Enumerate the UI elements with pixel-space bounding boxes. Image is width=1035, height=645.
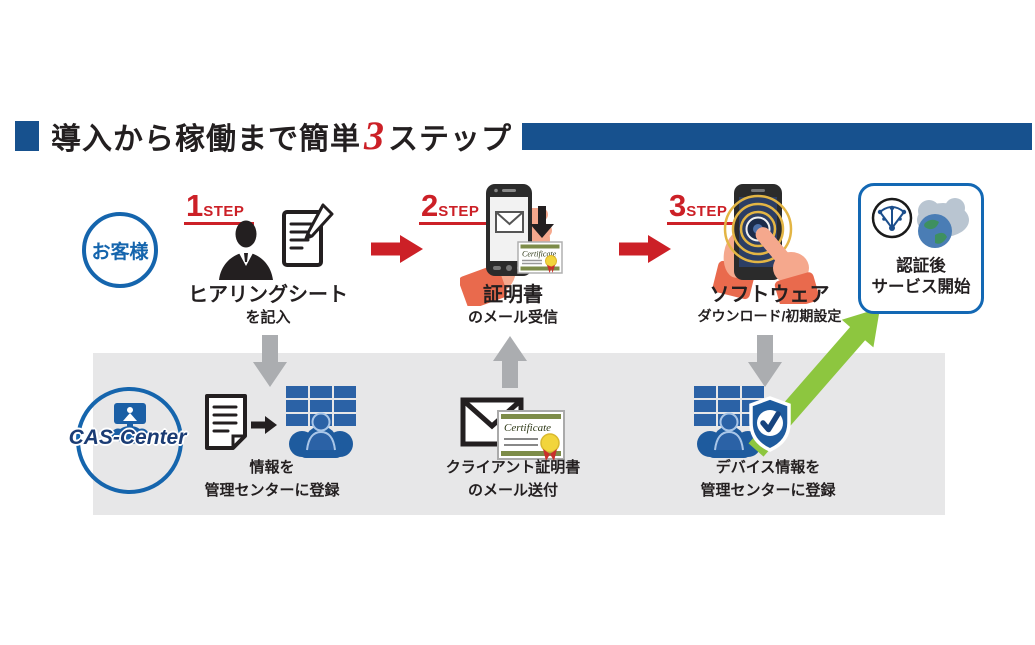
step-2-title: 証明書 [483,284,543,306]
task-3-line1: デバイス情報を [715,459,821,476]
cas-center-label: CAS-Center [68,426,187,449]
task-2-line2: のメール送付 [467,482,558,499]
page-title-prefix: 導入から稼働まで簡単 [51,123,361,156]
phone-mail-icon: Certificate [460,184,563,306]
task-1-line2: 管理センターに登録 [204,482,340,499]
customer-label: お客様 [91,241,149,263]
step-2-number: 2 [421,188,439,223]
step-1-number: 1 [186,188,204,223]
step-count: 3 [364,113,385,158]
transfer-arrow-icon [251,416,277,434]
cas-center-logo-icon [111,403,148,444]
step-3-label: ソフトウェア ダウンロード/初期設定 [662,283,877,327]
flow-down-arrow-1-icon [253,335,287,387]
certificate-icon: Certificate [517,241,563,274]
task-2-label: クライアント証明書 のメール送付 [411,456,615,502]
hearing-sheet-icon [282,203,334,267]
service-start-line1: 認証後 [896,257,946,275]
step-1-title: ヒアリングシート [188,284,348,306]
service-start-box: 認証後 サービス開始 [858,183,984,314]
task-3-line2: 管理センターに登録 [700,482,836,499]
step-1-subtitle: を記入 [245,309,291,326]
step-2-subtitle: のメール受信 [467,309,558,326]
step-1-word: STEP [203,203,245,220]
step-2-label: 証明書 のメール受信 [413,283,613,328]
step-3-title: ソフトウェア [709,284,830,306]
step-1-badge: 1 STEP [184,188,255,225]
network-icon [871,197,913,239]
header-bar [522,122,1032,150]
step-3-number: 3 [669,188,687,223]
task-2-line1: クライアント証明書 [445,459,581,476]
svg-text:Certificate: Certificate [504,422,551,434]
service-start-line2: サービス開始 [871,278,971,297]
device-server-icon [694,386,764,458]
management-server-icon [286,386,356,458]
shield-check-icon [749,396,791,452]
step-arrow-1-icon [371,235,423,263]
businessman-icon [219,220,273,280]
step-3-word: STEP [686,203,728,220]
step-2-word: STEP [438,203,480,220]
step-3-subtitle: ダウンロード/初期設定 [697,308,842,324]
step-3-badge: 3 STEP [667,188,738,225]
cas-center-badge [76,387,183,494]
cloud-globe-icon [871,197,969,248]
flow-down-arrow-2-icon [748,335,782,387]
task-1-label: 情報を 管理センターに登録 [170,456,374,502]
page-title: 導入から稼働まで簡単 3 ステップ [51,114,512,158]
svg-text:Certificate: Certificate [522,250,557,259]
client-certificate-icon: Certificate [497,410,565,461]
download-arrow-icon [530,206,554,238]
header: 導入から稼働まで簡単 3 ステップ [15,114,1035,158]
header-accent-square [15,121,39,151]
document-icon [205,394,247,450]
page-title-suffix: ステップ [388,123,512,156]
task-3-label: デバイス情報を 管理センターに登録 [662,456,874,502]
step-arrow-2-icon [619,235,671,263]
phone-tap-icon [712,184,819,304]
customer-badge: お客様 [82,212,158,288]
task-1-line1: 情報を [249,459,295,476]
step-1-label: ヒアリングシート を記入 [168,283,368,328]
step-2-badge: 2 STEP [419,188,490,225]
flow-up-arrow-icon [493,336,527,388]
